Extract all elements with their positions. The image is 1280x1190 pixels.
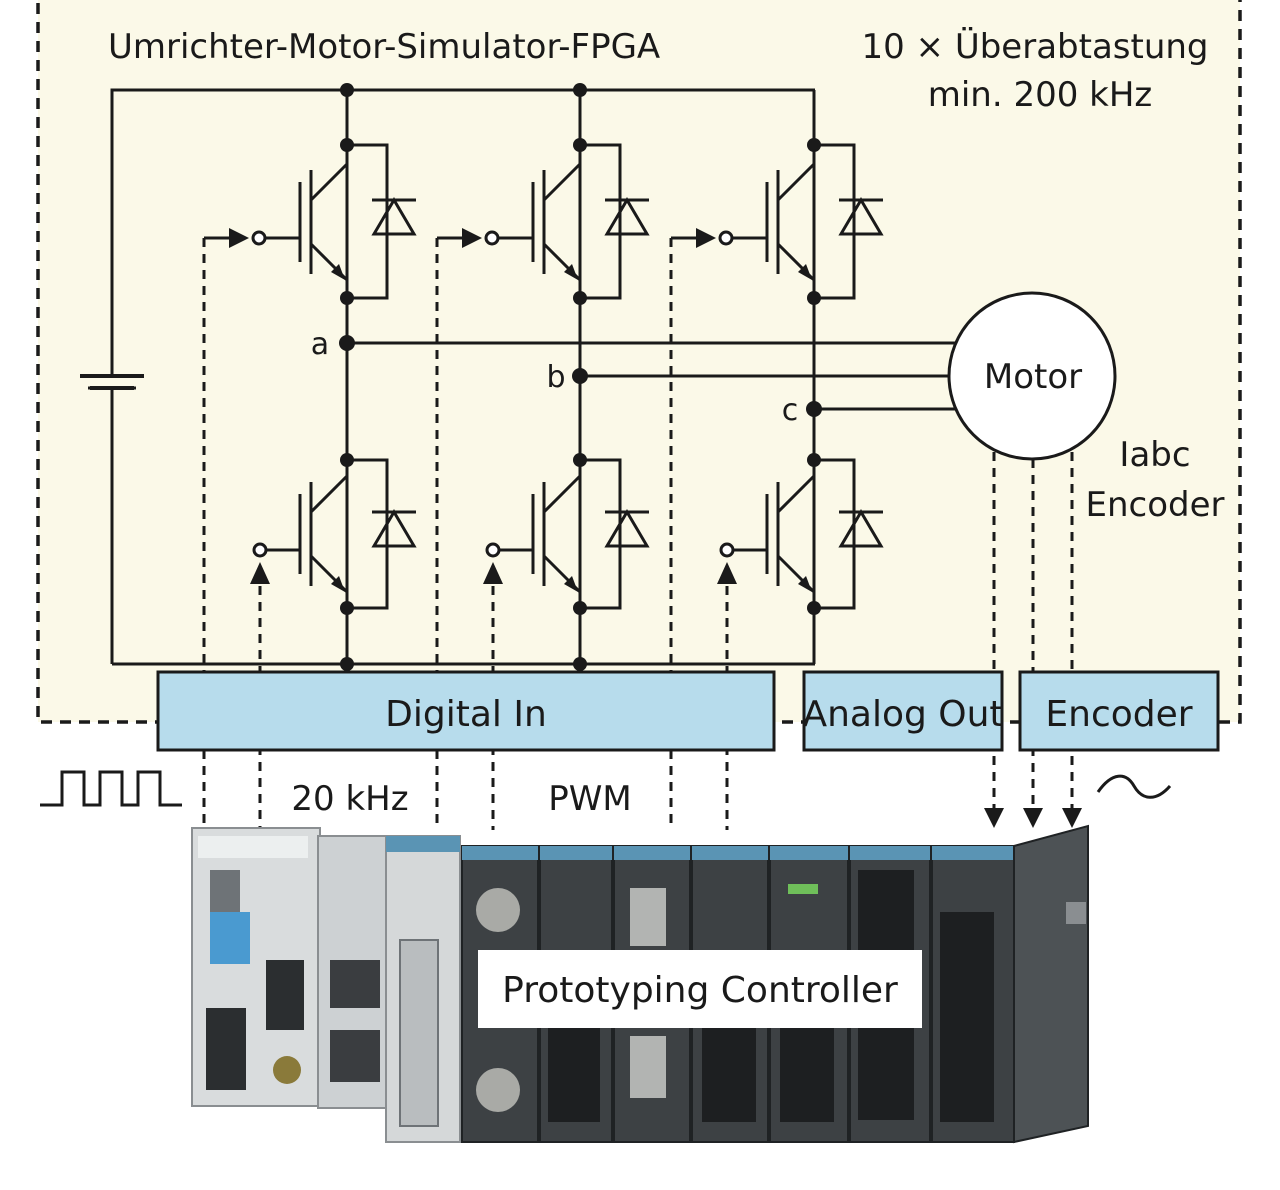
feedback-line1: Iabc [1119, 435, 1190, 475]
phase-label-a: a [311, 327, 329, 362]
motor-label: Motor [984, 357, 1082, 397]
controller-label: Prototyping Controller [502, 970, 898, 1011]
phase-label-c: c [782, 393, 799, 428]
encoder-block: Encoder [1018, 670, 1220, 752]
digital-in-block: Digital In [156, 670, 776, 752]
frequency-label: 20 kHz [291, 779, 408, 819]
inverter-leg-a [204, 83, 418, 671]
sine-wave-icon [1096, 774, 1172, 799]
pwm-waveform-icon [40, 770, 182, 807]
phase-wires [339, 335, 958, 417]
feedback-line2: Encoder [1085, 485, 1224, 525]
oversampling-line2: min. 200 kHz [928, 75, 1153, 115]
fpga-title: Umrichter-Motor-Simulator-FPGA [108, 27, 660, 67]
analog-out-label: Analog Out [802, 694, 1003, 735]
battery-icon [80, 374, 144, 390]
analog-out-block: Analog Out [802, 670, 1004, 752]
controller-label-panel [478, 950, 922, 1028]
pwm-label: PWM [548, 779, 631, 819]
oversampling-line1: 10 × Überabtastung [861, 26, 1208, 67]
phase-label-b: b [546, 360, 565, 395]
digital-in-label: Digital In [385, 694, 547, 735]
inverter-leg-c [671, 90, 885, 664]
encoder-label: Encoder [1045, 694, 1192, 735]
gate-signal-lines [202, 238, 729, 830]
